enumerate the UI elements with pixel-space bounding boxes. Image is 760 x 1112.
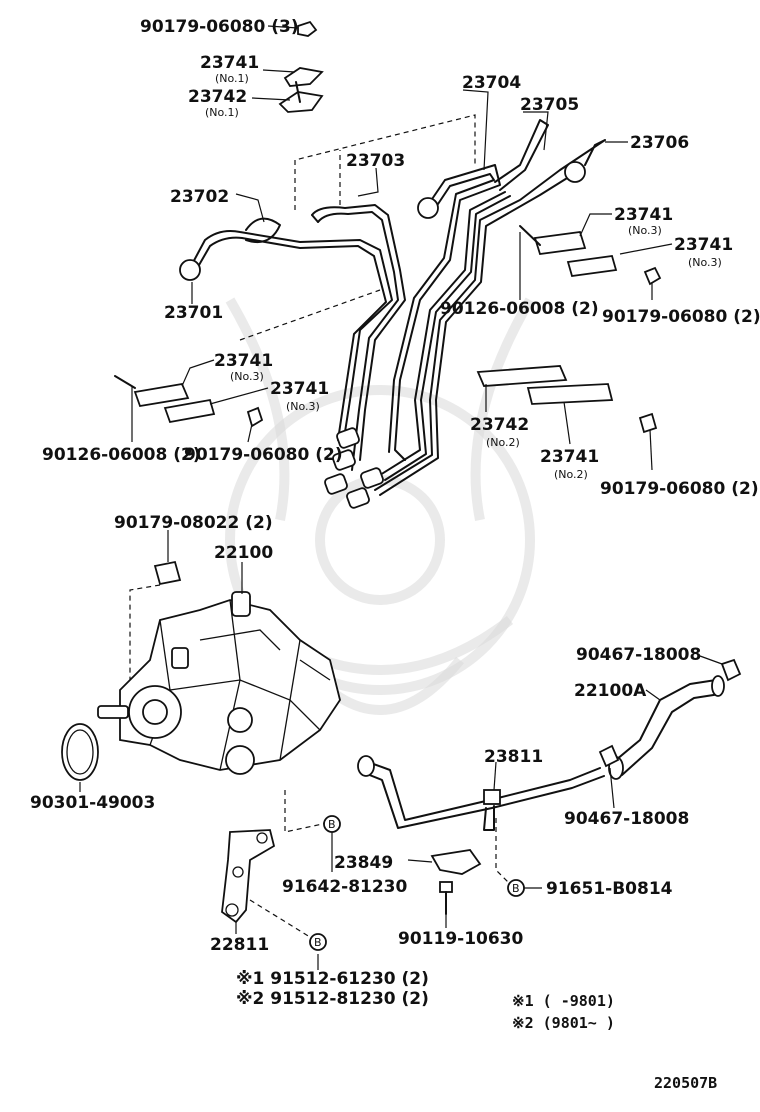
svg-text:(No.2): (No.2) bbox=[554, 468, 588, 481]
nut-90179-06080-icon bbox=[297, 20, 318, 37]
svg-text:(No.1): (No.1) bbox=[205, 106, 239, 119]
label-23741-no3-b: 23741 bbox=[674, 235, 733, 255]
note-serial-range-2: ※2 (9801~ ) bbox=[512, 1014, 615, 1032]
svg-text:(No.3): (No.3) bbox=[286, 400, 320, 413]
clamp-23742-no1-icon bbox=[278, 81, 324, 113]
clamp-23742-23741-no2-icon bbox=[476, 365, 658, 434]
bolt-90119-10630-icon bbox=[439, 881, 453, 915]
clamp-23741-no3-left-icon bbox=[114, 375, 264, 428]
label-23741-no3-c: 23741 bbox=[214, 351, 273, 371]
leader-lines bbox=[79, 25, 723, 970]
clamp-23741-no1-icon bbox=[283, 67, 324, 87]
label-23703: 23703 bbox=[346, 151, 405, 171]
note-serial-range-1: ※1 ( -9801) bbox=[512, 992, 615, 1010]
fuel-pipe-23811 bbox=[357, 755, 605, 831]
part-labels: 90179-06080 (3) 23741 (No.1) 23742 (No.1… bbox=[30, 17, 760, 1092]
label-22100: 22100 bbox=[214, 543, 273, 563]
injection-pipe-23701-23702 bbox=[179, 217, 393, 441]
svg-text:(No.1): (No.1) bbox=[215, 72, 249, 85]
label-90179-08022: 90179-08022 (2) bbox=[114, 513, 273, 533]
label-90119-10630: 90119-10630 bbox=[398, 929, 524, 949]
svg-text:(No.3): (No.3) bbox=[628, 224, 662, 237]
bracket-22811-icon bbox=[221, 829, 276, 924]
svg-text:(No.3): (No.3) bbox=[688, 256, 722, 269]
bracket-22811-reference-dash bbox=[249, 790, 333, 943]
label-90179-06080-left: 90179-06080 (2) bbox=[184, 445, 343, 465]
grommet-reference-dash bbox=[129, 584, 161, 680]
label-23849: 23849 bbox=[334, 853, 393, 873]
bolt-marker-b: B B B bbox=[309, 815, 525, 951]
label-91512-81230: ※2 91512-81230 (2) bbox=[236, 989, 429, 1009]
bracket-reference-dash bbox=[495, 818, 511, 885]
injection-pipe-23704 bbox=[388, 164, 501, 461]
label-23742-no1: 23742 bbox=[188, 87, 247, 107]
label-23741-no3-d: 23741 bbox=[270, 379, 329, 399]
label-23741-no1: 23741 bbox=[200, 53, 259, 73]
label-23741-no3-a: 23741 bbox=[614, 205, 673, 225]
label-90467-18008-bottom: 90467-18008 bbox=[564, 809, 689, 829]
injection-pump-22100 bbox=[97, 591, 341, 775]
label-23811: 23811 bbox=[484, 747, 543, 767]
svg-text:(No.2): (No.2) bbox=[486, 436, 520, 449]
label-90179-06080-right2: 90179-06080 (2) bbox=[600, 479, 759, 499]
o-ring-90301-49003-icon bbox=[61, 723, 99, 781]
label-23704: 23704 bbox=[462, 73, 521, 93]
svg-text:B: B bbox=[512, 882, 520, 895]
label-23741-no2: 23741 bbox=[540, 447, 599, 467]
label-91651-B0814: 91651-B0814 bbox=[546, 879, 673, 899]
label-22811: 22811 bbox=[210, 935, 269, 955]
clamp-reference-dashes bbox=[239, 114, 476, 341]
label-90126-06008-left: 90126-06008 (2) bbox=[42, 445, 201, 465]
hose-clamp-90467-18008-icon bbox=[598, 658, 742, 768]
clamp-23741-no3-right-icon bbox=[519, 225, 662, 286]
label-22100A: 22100A bbox=[574, 681, 647, 701]
label-90467-18008-top: 90467-18008 bbox=[576, 645, 701, 665]
label-23706: 23706 bbox=[630, 133, 689, 153]
injection-pipe-23706 bbox=[374, 139, 606, 496]
drawing-code: 220507B bbox=[654, 1074, 717, 1092]
label-23701: 23701 bbox=[164, 303, 223, 323]
grommet-90179-08022-icon bbox=[153, 560, 182, 586]
label-90126-06008-right: 90126-06008 (2) bbox=[440, 299, 599, 319]
label-23702: 23702 bbox=[170, 187, 229, 207]
bracket-23849-icon bbox=[430, 849, 482, 875]
label-91642-81230: 91642-81230 bbox=[282, 877, 408, 897]
label-90301-49003: 90301-49003 bbox=[30, 793, 155, 813]
label-90179-06080-3: 90179-06080 (3) bbox=[140, 17, 299, 37]
pipe-end-nuts bbox=[324, 427, 384, 509]
injection-pipe-23703 bbox=[311, 204, 406, 471]
label-91512-61230: ※1 91512-61230 (2) bbox=[236, 969, 429, 989]
svg-text:B: B bbox=[314, 936, 322, 949]
svg-text:B: B bbox=[328, 818, 336, 831]
svg-text:(No.3): (No.3) bbox=[230, 370, 264, 383]
label-23705: 23705 bbox=[520, 95, 579, 115]
label-23742-no2: 23742 bbox=[470, 415, 529, 435]
label-90179-06080-right: 90179-06080 (2) bbox=[602, 307, 760, 327]
injection-pipe-23705 bbox=[379, 119, 549, 481]
